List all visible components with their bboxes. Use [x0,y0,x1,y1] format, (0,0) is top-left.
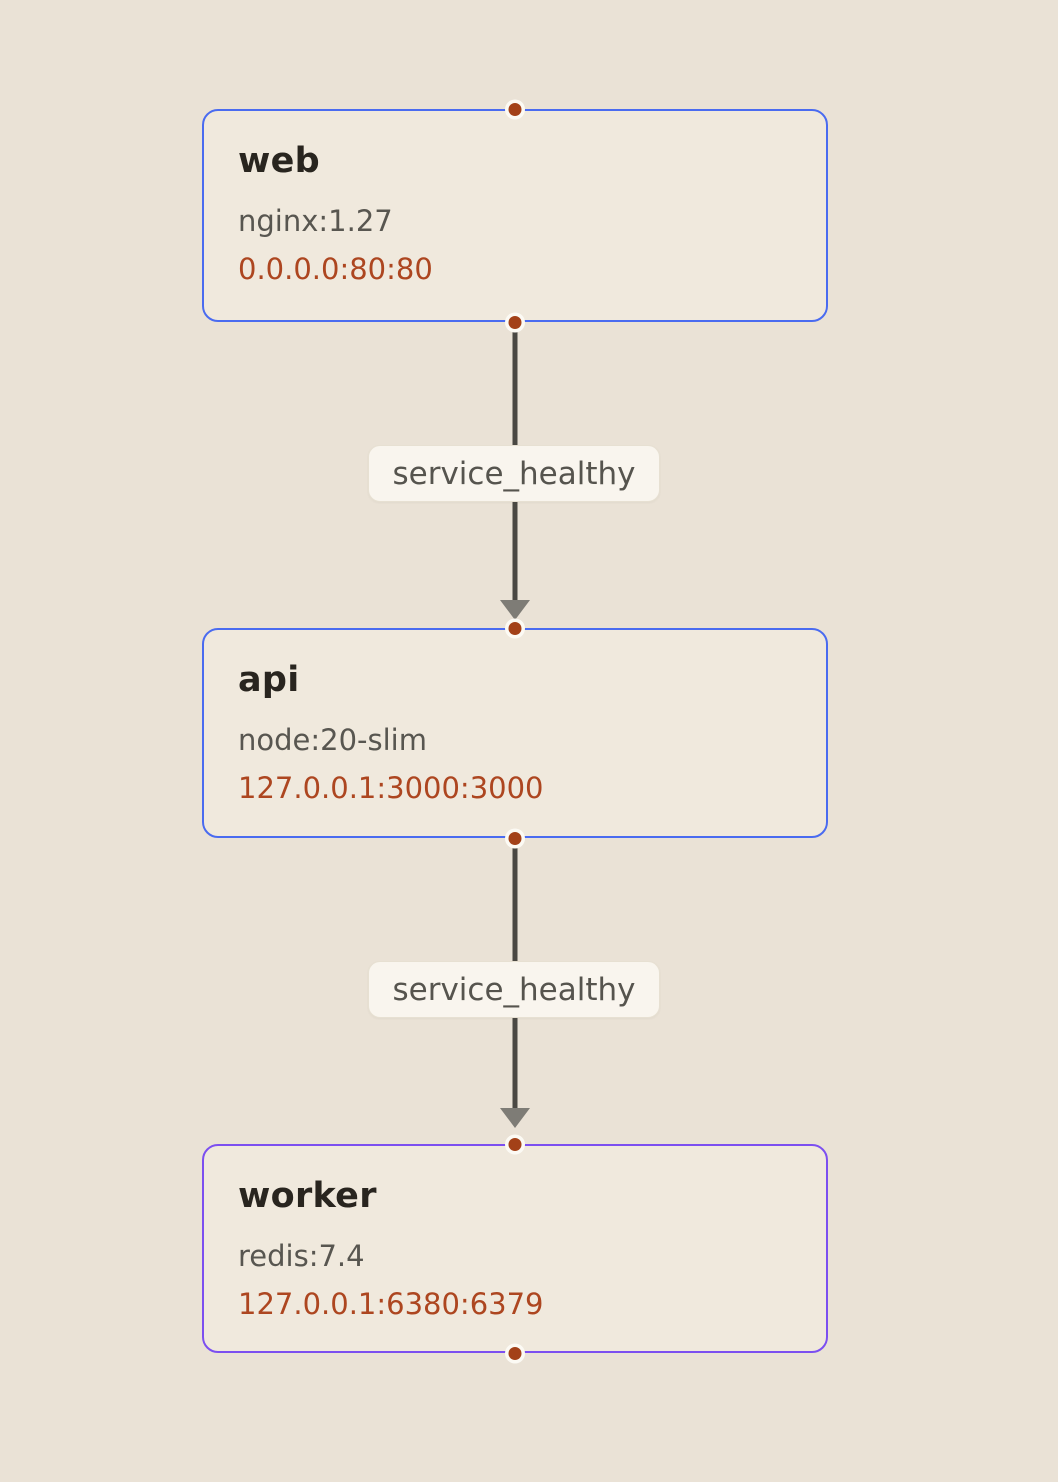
node-image: node:20-slim [238,723,427,758]
node-worker-source-handle[interactable] [508,1346,522,1360]
edge-web-api-arrowhead-icon [500,600,530,620]
node-api-target-handle[interactable] [508,621,522,635]
node-web-target-handle[interactable] [508,102,522,116]
node-title: worker [238,1176,377,1216]
node-title: api [238,660,300,700]
node-api[interactable]: api node:20-slim 127.0.0.1:3000:3000 [202,621,828,845]
edge-api-worker-arrowhead-icon [500,1108,530,1128]
node-ports: 127.0.0.1:6380:6379 [238,1287,544,1322]
edge-label-web-api[interactable]: service_healthy [368,445,660,502]
node-ports: 0.0.0.0:80:80 [238,252,433,287]
node-title: web [238,141,321,181]
edge-label-text: service_healthy [392,455,636,492]
node-image: nginx:1.27 [238,204,393,239]
node-image: redis:7.4 [238,1239,365,1274]
node-ports: 127.0.0.1:3000:3000 [238,771,544,806]
node-api-source-handle[interactable] [508,831,522,845]
edge-label-api-worker[interactable]: service_healthy [368,961,660,1018]
edge-label-text: service_healthy [392,971,636,1008]
node-worker-target-handle[interactable] [508,1137,522,1151]
node-worker[interactable]: worker redis:7.4 127.0.0.1:6380:6379 [202,1137,828,1360]
node-web-source-handle[interactable] [508,315,522,329]
node-web[interactable]: web nginx:1.27 0.0.0.0:80:80 [202,102,828,329]
